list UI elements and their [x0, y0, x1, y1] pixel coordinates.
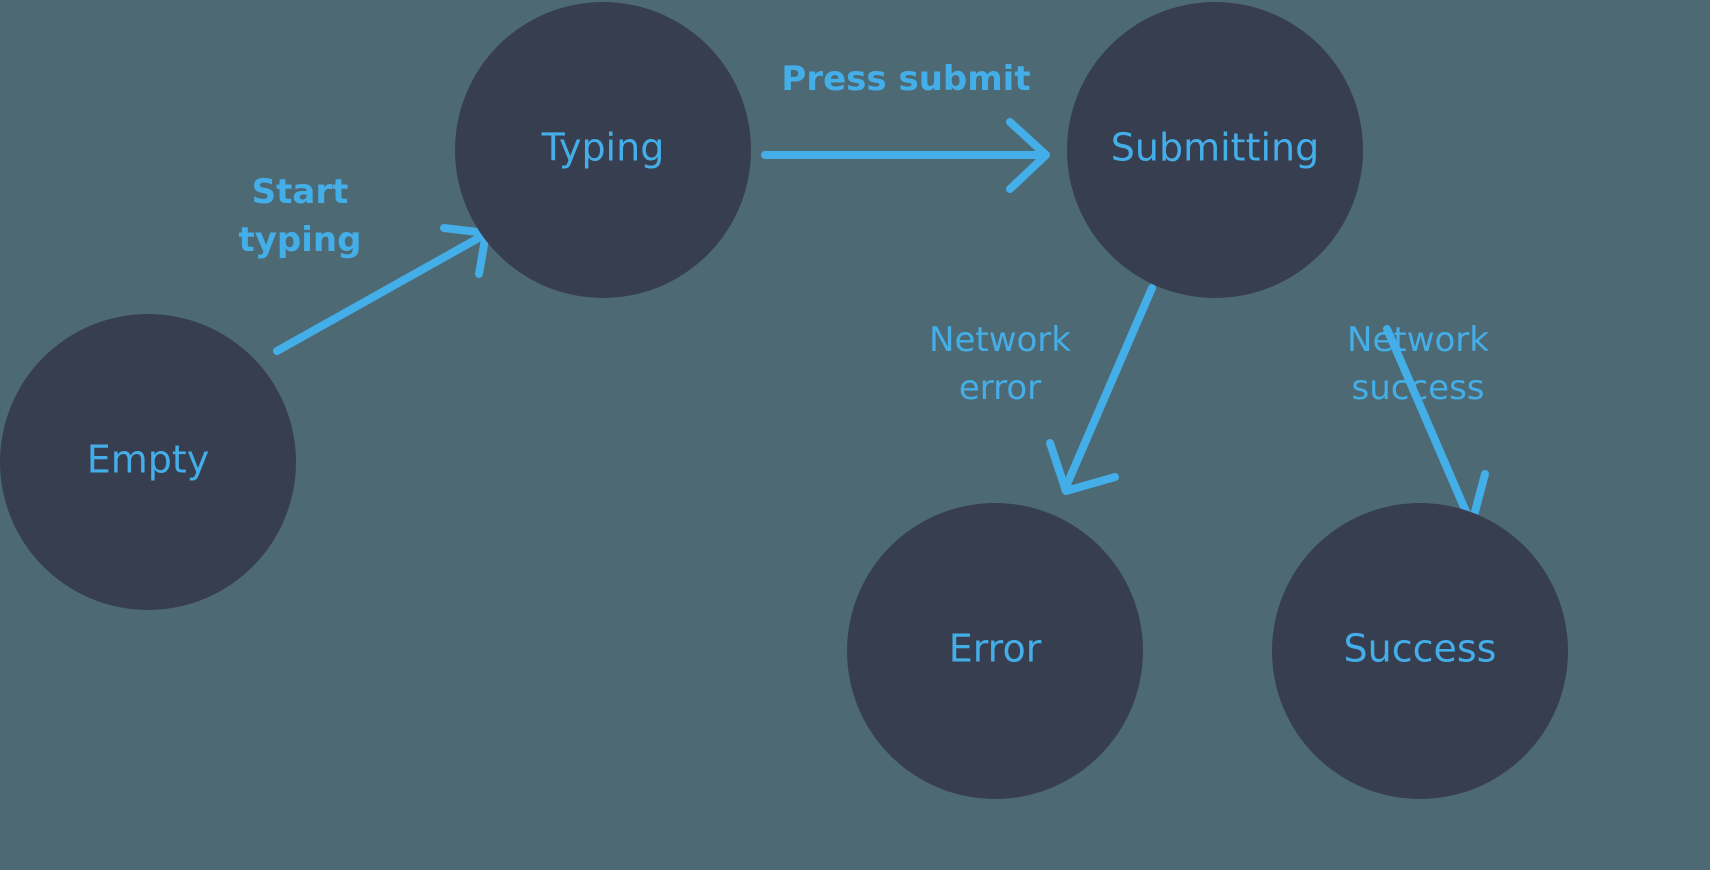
state-label-typing: Typing [541, 126, 665, 170]
state-node-typing[interactable]: Typing [455, 2, 751, 298]
state-label-submitting: Submitting [1111, 126, 1319, 170]
state-circle-submitting[interactable] [1067, 2, 1363, 298]
edge-typing-to-submitting [761, 118, 1050, 193]
state-label-success: Success [1344, 627, 1497, 671]
edge-label-line: error [959, 368, 1041, 408]
edge-line-empty-to-typing [273, 231, 488, 355]
state-circle-empty[interactable] [0, 314, 296, 610]
state-circle-success[interactable] [1272, 503, 1568, 799]
edge-label-line: typing [239, 220, 362, 260]
edge-label-line: Start [252, 172, 349, 212]
edge-submitting-to-error [1046, 284, 1156, 495]
edge-label-submitting-to-success: Network success [1347, 320, 1489, 408]
state-circle-typing[interactable] [455, 2, 751, 298]
state-node-success[interactable]: Success [1272, 503, 1568, 799]
state-circle-error[interactable] [847, 503, 1143, 799]
arrowhead-icon-typing-to-submitting [1006, 118, 1050, 193]
state-node-empty[interactable]: Empty [0, 314, 296, 610]
edge-label-line: Network [929, 320, 1071, 360]
edge-label-line: Press submit [781, 59, 1030, 99]
edge-label-line: Network [1347, 320, 1489, 360]
edge-label-line: success [1352, 368, 1485, 408]
edge-label-submitting-to-error: Network error [929, 320, 1071, 408]
state-label-error: Error [949, 627, 1042, 671]
state-node-error[interactable]: Error [847, 503, 1143, 799]
edge-line-submitting-to-error [1061, 284, 1156, 493]
edges-layer [273, 118, 1489, 527]
arrowhead-icon-submitting-to-error [1046, 439, 1119, 495]
state-node-submitting[interactable]: Submitting [1067, 2, 1363, 298]
edge-line-submitting-to-success [1383, 325, 1474, 525]
edge-label-empty-to-typing: Start typing [239, 172, 362, 260]
state-label-empty: Empty [87, 438, 210, 482]
edge-label-typing-to-submitting: Press submit [781, 59, 1030, 99]
